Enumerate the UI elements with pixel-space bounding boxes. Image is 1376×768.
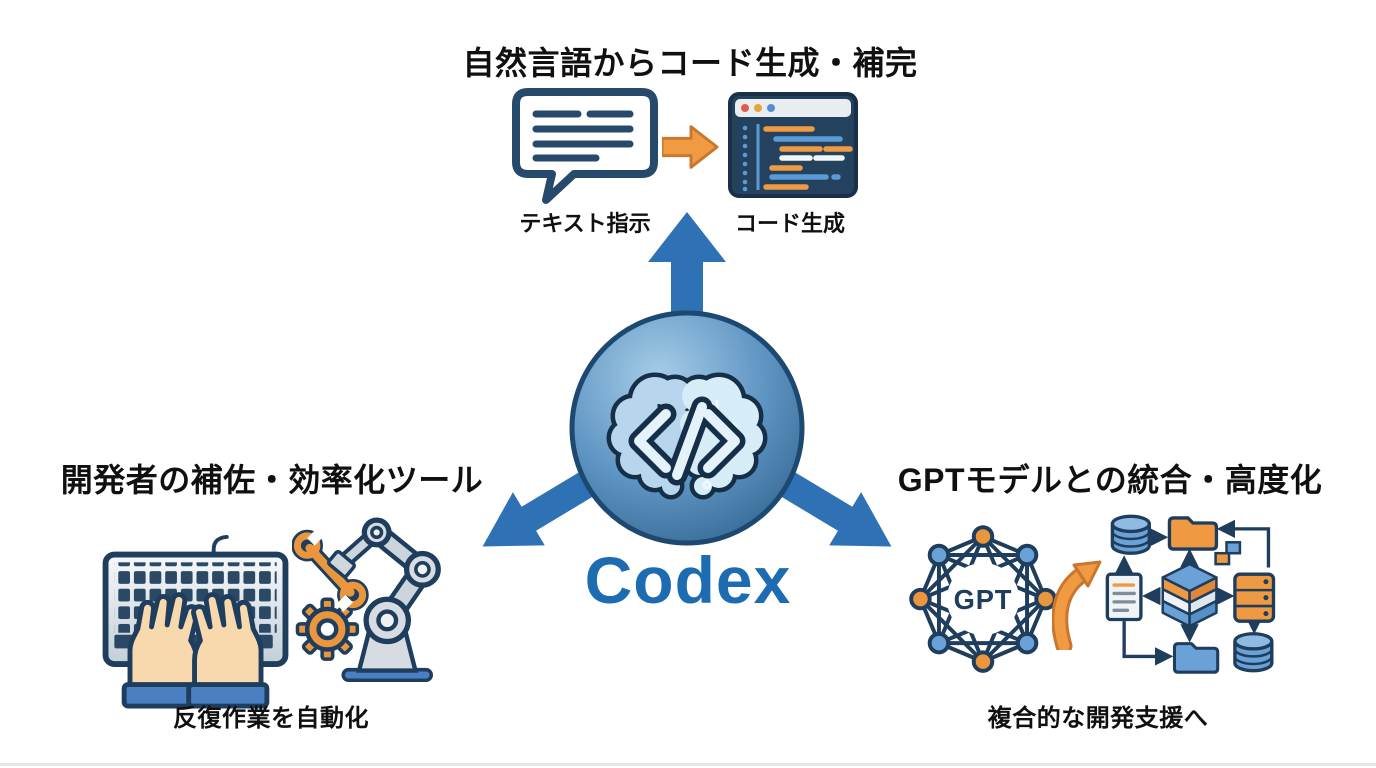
left-section-title: 開発者の補佐・効率化ツール bbox=[60, 462, 484, 498]
right-section-caption: 複合的な開発支援へ bbox=[987, 705, 1209, 732]
brain-code-icon bbox=[569, 310, 805, 546]
left-section-caption: 反復作業を自動化 bbox=[173, 705, 369, 732]
server-stack-icon bbox=[1161, 562, 1218, 628]
up-arrow-icon bbox=[648, 212, 726, 318]
codex-wordmark: Codex bbox=[584, 543, 792, 617]
folder-icon bbox=[1167, 516, 1219, 551]
right-section-title: GPTモデルとの統合・高度化 bbox=[897, 462, 1323, 498]
gpt-label: GPT bbox=[954, 584, 1013, 615]
database-icon bbox=[1110, 514, 1151, 555]
dev-flowchart-icon bbox=[1105, 514, 1276, 674]
keyboard-hands-icon bbox=[102, 534, 289, 709]
gear-icon bbox=[295, 597, 360, 661]
down-left-arrow-icon bbox=[482, 463, 608, 547]
robot-arm-icon bbox=[292, 517, 441, 682]
bottom-edge-line bbox=[0, 763, 1376, 766]
text-instruction-label: テキスト指示 bbox=[519, 211, 651, 236]
right-arrow-icon bbox=[662, 125, 719, 169]
top-section-title: 自然言語からコード生成・補完 bbox=[462, 45, 918, 81]
folder-icon bbox=[1172, 642, 1220, 674]
document-icon bbox=[1105, 572, 1143, 622]
code-editor-icon bbox=[728, 92, 858, 198]
speech-bubble-icon bbox=[512, 88, 658, 204]
server-rack-icon bbox=[1233, 572, 1276, 623]
database-icon bbox=[1233, 632, 1274, 673]
down-right-arrow-icon bbox=[766, 463, 892, 547]
curved-up-arrow-icon bbox=[1052, 560, 1102, 650]
wrench-icon bbox=[292, 528, 369, 612]
code-generation-label: コード生成 bbox=[734, 211, 846, 236]
gpt-network-icon: GPT bbox=[909, 525, 1057, 673]
